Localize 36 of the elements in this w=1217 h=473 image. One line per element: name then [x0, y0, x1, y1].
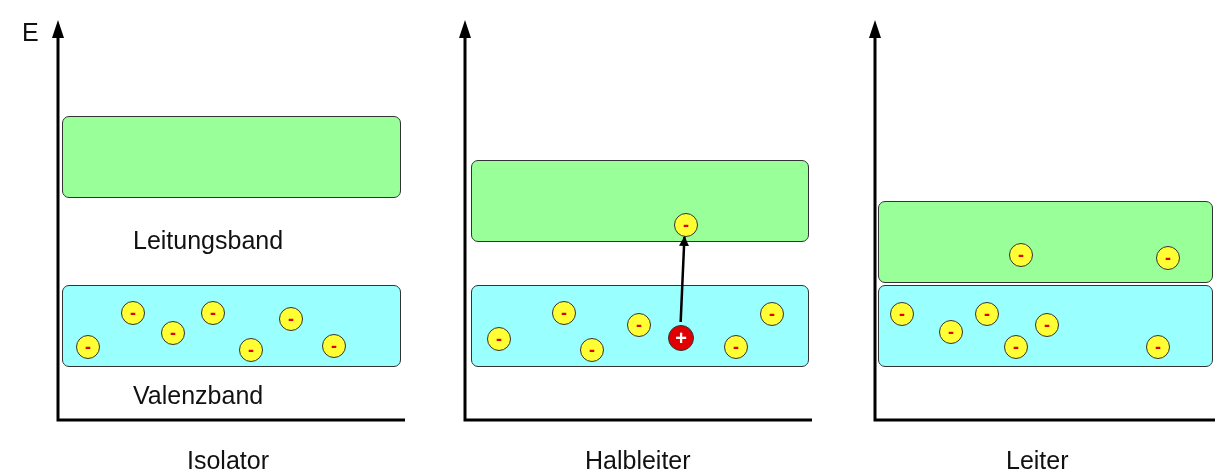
electron: -: [552, 301, 576, 325]
hole: +: [668, 325, 694, 351]
valence-band: [878, 285, 1213, 367]
electron: -: [760, 302, 784, 326]
conduction-band: [62, 116, 401, 198]
panel-caption: Leiter: [1006, 446, 1069, 473]
valence-band: [471, 285, 809, 367]
electron: -: [279, 307, 303, 331]
electron: -: [627, 313, 651, 337]
conduction-band: [471, 160, 809, 242]
conduction-band: [878, 201, 1213, 283]
panel-caption: Halbleiter: [585, 446, 691, 473]
electron: -: [322, 334, 346, 358]
electron: -: [487, 327, 511, 351]
electron: -: [1035, 313, 1059, 337]
panel-caption: Isolator: [187, 446, 269, 473]
electron: -: [121, 301, 145, 325]
valence-band: [62, 285, 401, 367]
electron: -: [724, 335, 748, 359]
band-label: Valenzband: [133, 381, 264, 410]
electron: -: [239, 338, 263, 362]
electron: -: [76, 335, 100, 359]
electron: -: [1009, 243, 1033, 267]
axis-label: E: [22, 18, 39, 47]
electron: -: [674, 213, 698, 237]
electron: -: [890, 302, 914, 326]
electron: -: [975, 302, 999, 326]
electron: -: [1156, 246, 1180, 270]
electron: -: [580, 338, 604, 362]
electron: -: [1146, 335, 1170, 359]
arrow: [679, 236, 689, 323]
electron: -: [1004, 335, 1028, 359]
electron: -: [161, 321, 185, 345]
electron: -: [939, 320, 963, 344]
band-label: Leitungsband: [133, 226, 284, 255]
electron: -: [201, 301, 225, 325]
